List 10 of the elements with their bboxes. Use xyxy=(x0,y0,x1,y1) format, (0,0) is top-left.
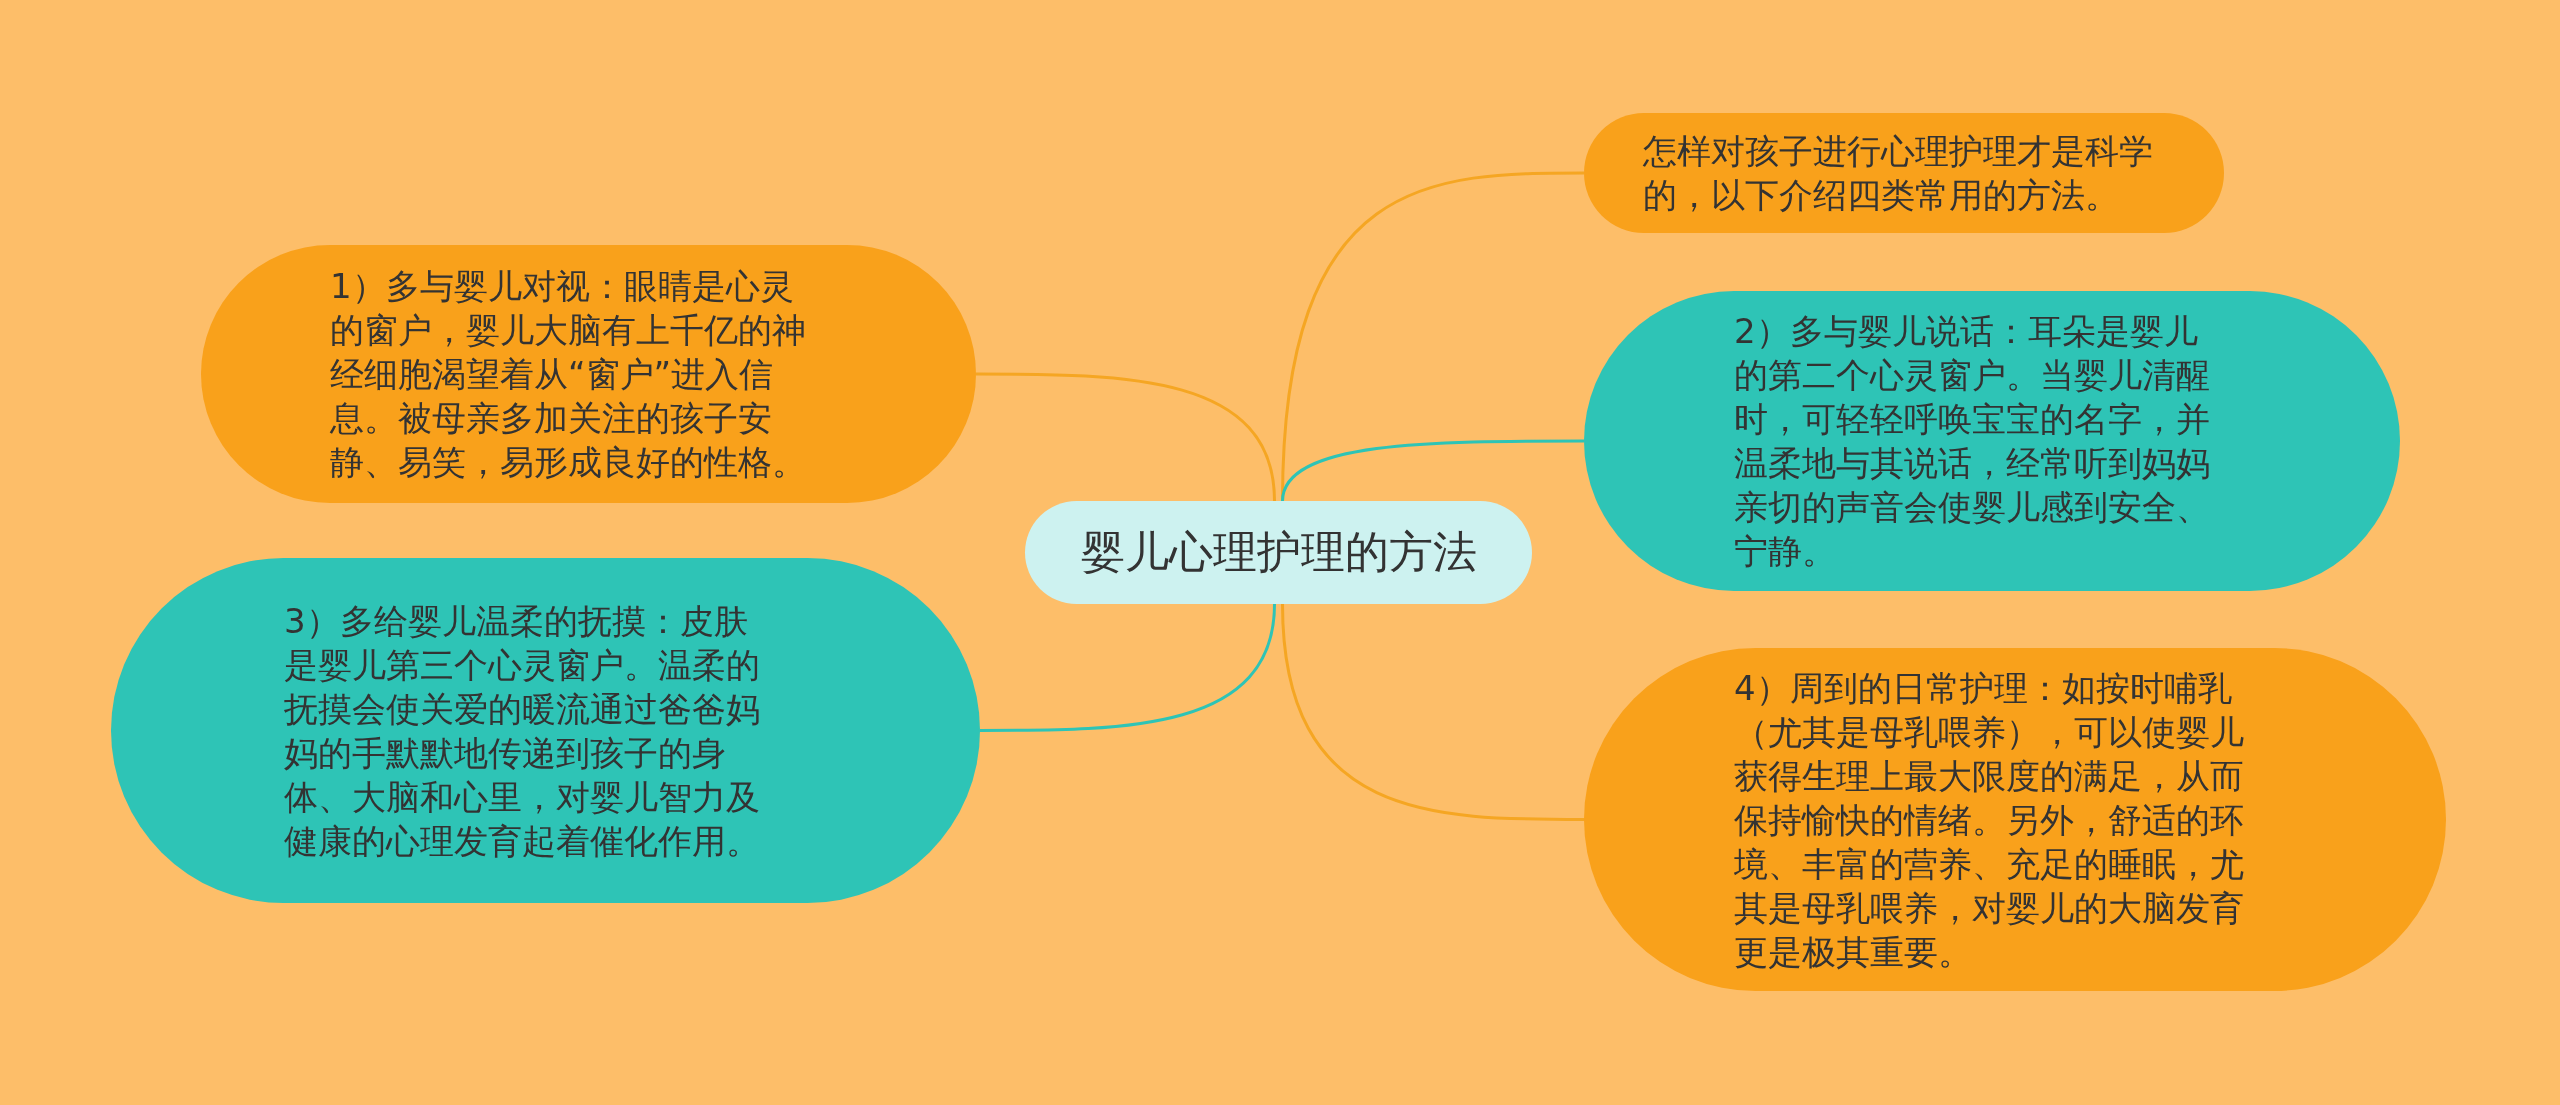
connector-line xyxy=(1281,439,1584,502)
branch-text: 4）周到的日常护理：如按时哺乳（尤其是母乳喂养），可以使婴儿获得生理上最大限度的满足，从而保持愉快的情绪。另外，舒适的环境、丰富的营养、充足的睡眠，尤其是母乳喂养，对婴儿的大脑发育更是极其重要。 xyxy=(1734,666,2245,974)
topic-text: 婴儿心理护理的方法 xyxy=(1080,526,1477,579)
branch-text: 3）多给婴儿温柔的抚摸：皮肤是婴儿第三个心灵窗户。温柔的抚摸会使关爱的暖流通过爸爸妈妈的手默默地传递到孩子的身体、大脑和心里，对婴儿智力及健康的心理发育起着催化作用。 xyxy=(284,599,761,863)
branch-text: 1）多与婴儿对视：眼睛是心灵的窗户，婴儿大脑有上千亿的神经细胞渴望着从“窗户”进入信息。被母亲多加关注的孩子安静、易笑，易形成良好的性格。 xyxy=(330,265,807,484)
connector-line xyxy=(976,372,1276,502)
connector-line xyxy=(1281,603,1584,821)
branch-text: 2）多与婴儿说话：耳朵是婴儿的第二个心灵窗户。当婴儿清醒时，可轻轻呼唤宝宝的名字，并温柔地与其说话，经常听到妈妈亲切的声音会使婴儿感到安全、宁静。 xyxy=(1734,310,2211,573)
branch-text: 怎样对孩子进行心理护理才是科学的，以下介绍四类常用的方法。 xyxy=(1643,130,2154,217)
connector-line xyxy=(980,603,1276,732)
